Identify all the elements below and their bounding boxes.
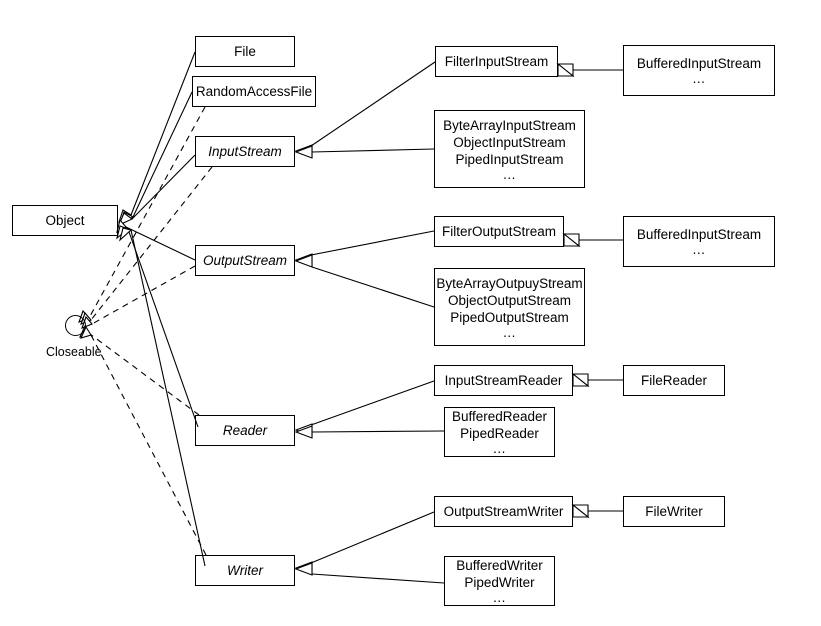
class-box-byte-array-input-group[interactable]: ByteArrayInputStream ObjectInputStream P… bbox=[434, 110, 585, 188]
edge-filewriter-to-outputstreamwriter bbox=[571, 503, 623, 519]
class-box-writer[interactable]: Writer bbox=[195, 555, 295, 586]
class-label-writer: Writer bbox=[227, 563, 263, 578]
class-label-object-output-stream: ObjectOutputStream bbox=[447, 292, 572, 308]
class-ellipsis-byte-array-output-group: ... bbox=[503, 324, 516, 340]
class-label-piped-writer: PipedWriter bbox=[464, 575, 535, 590]
class-label-reader: Reader bbox=[222, 423, 268, 438]
edge-randomaccessfile-to-object bbox=[119, 91, 193, 226]
class-label-buffered-reader: BufferedReader bbox=[451, 409, 548, 424]
class-label-piped-output-stream: PipedOutputStream bbox=[450, 309, 569, 325]
class-ellipsis-byte-array-input-group: ... bbox=[503, 166, 516, 182]
class-label-file: File bbox=[234, 44, 256, 59]
class-label-piped-reader: PipedReader bbox=[460, 426, 539, 441]
class-box-object[interactable]: Object bbox=[12, 205, 118, 236]
interface-label-closeable: Closeable bbox=[46, 345, 102, 359]
class-ellipsis-buffered-input-stream-2: ... bbox=[692, 242, 706, 257]
edge-bufferedreadergroup-to-reader bbox=[294, 425, 445, 439]
class-label-input-stream: InputStream bbox=[208, 144, 282, 159]
class-box-buffered-writer-group[interactable]: BufferedWriter PipedWriter ... bbox=[444, 556, 555, 606]
edge-outputstream-to-object bbox=[116, 218, 196, 261]
class-label-file-reader: FileReader bbox=[640, 373, 708, 388]
class-ellipsis-buffered-writer-group: ... bbox=[493, 590, 506, 605]
class-label-output-stream-writer: OutputStreamWriter bbox=[443, 504, 564, 519]
class-label-random-access-file: RandomAccessFile bbox=[195, 84, 313, 99]
class-label-object: Object bbox=[45, 213, 85, 228]
edge-inputstreamreader-to-reader bbox=[294, 380, 435, 437]
edge-filteroutputstream-to-outputstream bbox=[294, 230, 435, 267]
class-label-buffered-input-stream-2: BufferedInputStream bbox=[636, 227, 762, 242]
class-label-piped-input-stream: PipedInputStream bbox=[455, 151, 564, 167]
edge-writer-to-closeable bbox=[79, 325, 207, 556]
class-box-output-stream[interactable]: OutputStream bbox=[195, 245, 295, 276]
class-box-file-writer[interactable]: FileWriter bbox=[623, 496, 725, 527]
edge-reader-to-closeable bbox=[78, 324, 200, 416]
class-label-buffered-writer: BufferedWriter bbox=[456, 558, 543, 573]
class-label-byte-array-output-stream: ByteArrayOutpuyStream bbox=[436, 275, 583, 291]
class-box-buffered-input-stream-1[interactable]: BufferedInputStream ... bbox=[623, 45, 775, 96]
edge-bytearrayinputgroup-to-inputstream bbox=[294, 145, 435, 159]
edge-filterinputstream-to-inputstream bbox=[294, 61, 436, 158]
class-box-byte-array-output-group[interactable]: ByteArrayOutpuyStream ObjectOutputStream… bbox=[434, 268, 585, 346]
class-label-byte-array-input-stream: ByteArrayInputStream bbox=[443, 117, 576, 133]
class-box-buffered-reader-group[interactable]: BufferedReader PipedReader ... bbox=[444, 407, 555, 457]
edge-bufferedinputstream1-to-filterinputstream bbox=[556, 62, 623, 78]
class-label-filter-input-stream: FilterInputStream bbox=[444, 54, 549, 69]
edge-outputstreamwriter-to-writer bbox=[294, 511, 435, 575]
edge-bytearrayoutputgroup-to-outputstream bbox=[294, 254, 435, 308]
class-box-filter-output-stream[interactable]: FilterOutputStream bbox=[434, 216, 564, 247]
class-box-input-stream[interactable]: InputStream bbox=[195, 136, 295, 167]
edge-file-to-object bbox=[118, 51, 196, 224]
edge-bufferedwritergroup-to-writer bbox=[294, 562, 445, 584]
edge-bufferedinputstream2-to-filteroutputstream bbox=[562, 232, 623, 248]
edge-outputstream-to-closeable bbox=[81, 265, 196, 329]
class-label-output-stream: OutputStream bbox=[202, 253, 288, 268]
class-box-file[interactable]: File bbox=[195, 36, 295, 67]
class-label-file-writer: FileWriter bbox=[645, 504, 703, 519]
edge-filereader-to-inputstreamreader bbox=[571, 372, 623, 388]
class-box-random-access-file[interactable]: RandomAccessFile bbox=[192, 76, 316, 107]
class-box-input-stream-reader[interactable]: InputStreamReader bbox=[434, 365, 573, 396]
class-label-filter-output-stream: FilterOutputStream bbox=[441, 224, 557, 239]
class-ellipsis-buffered-reader-group: ... bbox=[493, 441, 506, 456]
edge-writer-to-object bbox=[119, 227, 206, 567]
class-label-buffered-input-stream-1: BufferedInputStream bbox=[636, 56, 762, 71]
class-ellipsis-buffered-input-stream-1: ... bbox=[692, 71, 706, 86]
class-label-input-stream-reader: InputStreamReader bbox=[444, 373, 563, 388]
class-box-buffered-input-stream-2[interactable]: BufferedInputStream ... bbox=[623, 216, 775, 267]
class-label-object-input-stream: ObjectInputStream bbox=[453, 134, 566, 150]
class-box-filter-input-stream[interactable]: FilterInputStream bbox=[435, 46, 558, 77]
class-box-file-reader[interactable]: FileReader bbox=[623, 365, 725, 396]
class-box-reader[interactable]: Reader bbox=[195, 415, 295, 446]
interface-circle-closeable[interactable] bbox=[65, 315, 86, 336]
class-box-output-stream-writer[interactable]: OutputStreamWriter bbox=[434, 496, 573, 527]
